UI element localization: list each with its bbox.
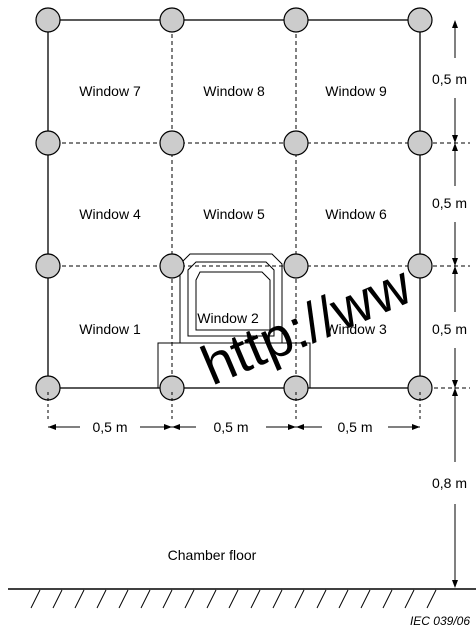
grid-node [35,7,61,33]
window-3-label: Window 3 [325,321,387,337]
grid-node [35,130,61,156]
hatch-mark [228,589,239,609]
grid-node [159,7,185,33]
dimension-h-3: 0,5 m [337,419,372,435]
dimension-v-3: 0,5 m [432,321,467,337]
hatch-mark [184,589,195,609]
grid-node [407,7,433,33]
window-2-label: Window 2 [197,310,259,326]
window-7-label: Window 7 [79,83,141,99]
floor-hatching [30,589,437,609]
grid-node [283,375,309,401]
hatch-mark [74,589,85,609]
horizontal-dimension-arrows [48,424,420,430]
figure-reference: IEC 039/06 [410,614,470,628]
hatch-mark [250,589,261,609]
grid-node [283,130,309,156]
hatch-mark [272,589,283,609]
hatch-mark [382,589,393,609]
dimension-h-2: 0,5 m [213,419,248,435]
hatch-mark [316,589,327,609]
grid-node [35,253,61,279]
window-8-label: Window 8 [203,83,265,99]
hatch-mark [96,589,107,609]
dimension-v-4: 0,8 m [432,475,467,491]
grid-node [159,130,185,156]
hatch-mark [404,589,415,609]
hatch-mark [140,589,151,609]
grid-node [407,130,433,156]
dimension-v-2: 0,5 m [432,195,467,211]
hatch-mark [338,589,349,609]
grid-node [35,375,61,401]
window-4-label: Window 4 [79,206,141,222]
grid-nodes [35,7,433,401]
hatch-mark [52,589,63,609]
vertical-dimension-arrows [452,20,458,588]
hatch-mark [118,589,129,609]
hatch-mark [206,589,217,609]
hatch-mark [294,589,305,609]
grid-node [283,7,309,33]
grid-node [407,253,433,279]
window-5-label: Window 5 [203,206,265,222]
grid-node [159,375,185,401]
window-6-label: Window 6 [325,206,387,222]
grid-node [407,375,433,401]
dimension-v-1: 0,5 m [432,71,467,87]
grid-node [159,253,185,279]
window-9-label: Window 9 [325,83,387,99]
hatch-mark [426,589,437,609]
hatch-mark [360,589,371,609]
window-1-label: Window 1 [79,321,141,337]
hatch-mark [162,589,173,609]
chamber-floor-label: Chamber floor [168,547,257,563]
hatch-mark [30,589,41,609]
grid-node [283,253,309,279]
dimension-h-1: 0,5 m [92,419,127,435]
watermark-text: http://ww [192,252,421,397]
